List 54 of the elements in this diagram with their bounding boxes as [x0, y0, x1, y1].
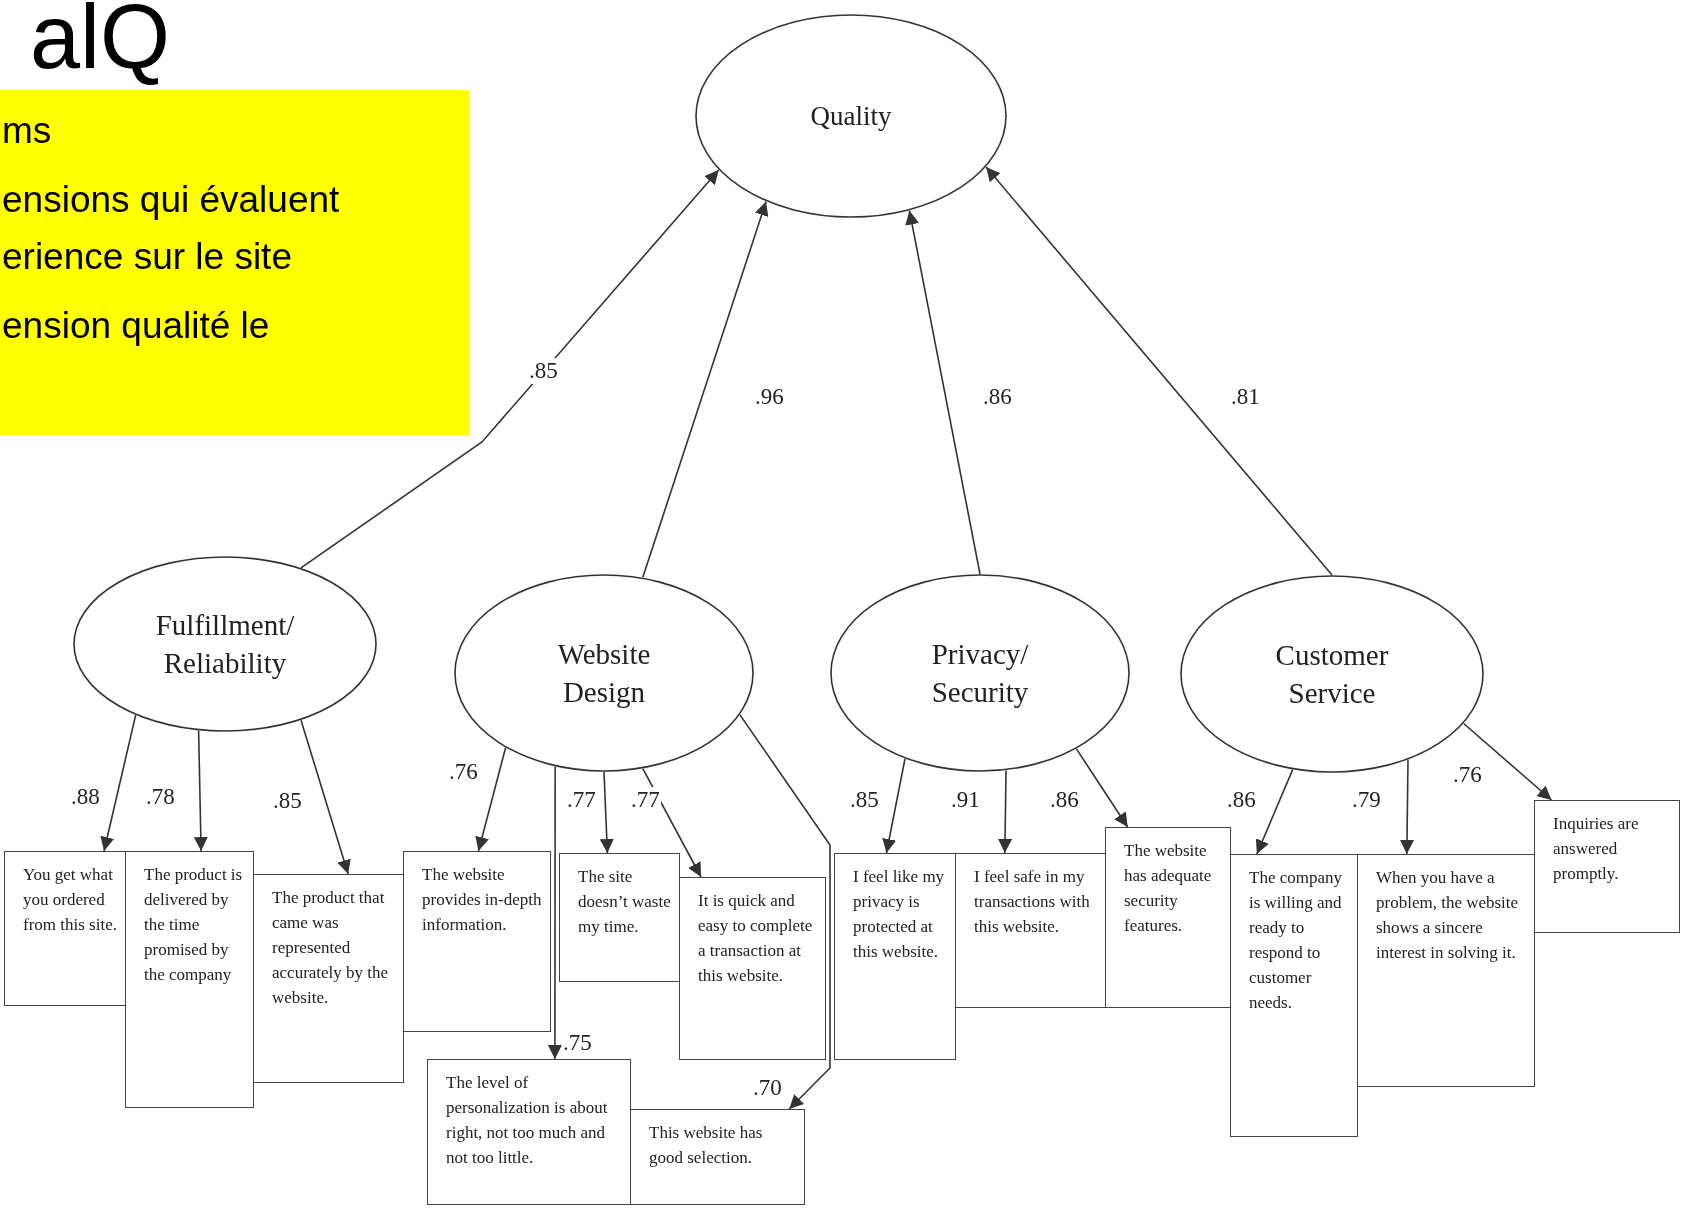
item-box	[427, 1059, 631, 1205]
item-text: You get what you ordered from this site.	[23, 864, 118, 936]
construct-label: Customer Service	[1274, 638, 1390, 711]
arrow	[1462, 722, 1553, 801]
item-box	[679, 877, 826, 1060]
note-text: ms	[2, 109, 53, 153]
item-text: The company is willing and ready to respond to customer needs.	[1249, 867, 1343, 1014]
item-box	[559, 853, 680, 982]
item-text: I feel safe in my transactions with this website.	[974, 866, 1091, 938]
construct-label: Quality	[810, 100, 892, 133]
arrow	[1255, 768, 1294, 855]
item-box	[955, 853, 1106, 1008]
item-text: The product is delivered by the time promised by the company	[144, 864, 244, 986]
construct-label: Website Design	[556, 637, 652, 710]
arrow	[998, 769, 1013, 854]
item-text: The site doesn’t waste my time.	[578, 866, 672, 938]
arrow	[100, 714, 137, 852]
arrow	[905, 209, 981, 575]
item-box	[1357, 854, 1535, 1087]
item-box	[403, 851, 551, 1032]
arrow	[547, 765, 562, 1060]
item-box	[1534, 800, 1680, 933]
arrow	[300, 169, 720, 569]
item-box	[1105, 827, 1231, 1008]
item-box	[834, 853, 956, 1060]
item-text: This website has good selection.	[649, 1122, 764, 1169]
item-box	[630, 1109, 805, 1205]
item-box	[1230, 854, 1358, 1137]
arrow	[1075, 748, 1129, 828]
note-panel	[0, 90, 469, 435]
construct-label: Fulfillment/ Reliability	[155, 608, 295, 681]
item-text: I feel like my privacy is protected at this website.	[853, 866, 946, 963]
arrow	[1400, 758, 1414, 855]
item-text: The product that came was represented accurately by the website.	[272, 887, 390, 1009]
item-text: The website has adequate security features.	[1124, 840, 1213, 937]
arrow	[882, 757, 906, 854]
arrow	[985, 166, 1333, 576]
item-text: It is quick and easy to complete a transaction at this website.	[698, 890, 814, 987]
item-box	[125, 851, 254, 1108]
arrow	[599, 771, 614, 854]
arrow	[475, 746, 507, 852]
note-text: ension qualité le	[2, 304, 271, 348]
edge-label: .85	[528, 358, 559, 384]
item-box	[253, 874, 404, 1083]
item-text: When you have a problem, the website shows a sincere interest in solving it.	[1376, 867, 1520, 964]
item-text: The level of personalization is about right, not too much and not too little.	[446, 1072, 609, 1169]
construct-label: Privacy/ Security	[930, 637, 1030, 710]
arrow	[300, 719, 351, 875]
item-text: The website provides in-depth information.	[422, 864, 543, 936]
arrow	[642, 200, 769, 579]
arrow	[193, 729, 208, 852]
item-box	[4, 851, 126, 1006]
arrow	[739, 714, 831, 1110]
item-text: Inquiries are answered promptly.	[1553, 813, 1640, 885]
